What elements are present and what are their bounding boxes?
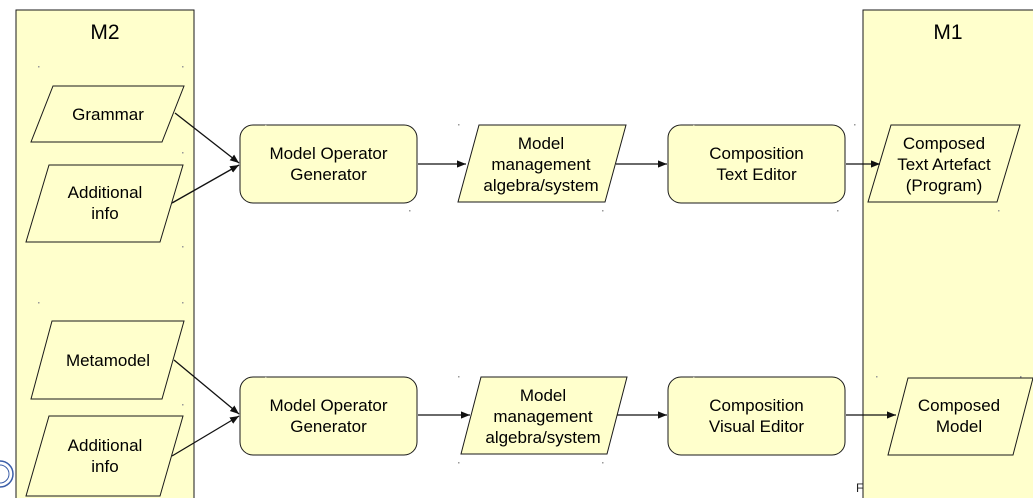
top-output-label: Composed Text Artefact (Program) [897,133,991,195]
top-algebra-parallelogram [457,124,627,203]
bottom-additional-info-label: Additional info [67,436,143,476]
bottom-output-label: Composed Model [917,396,1001,436]
top-generator-label: Model Operator Generator [269,144,388,184]
top-additional-info-parallelogram [25,164,184,243]
arrow-bottom-info-to-bottom-generator [171,415,240,457]
university-seal-icon [0,460,14,488]
bottom-algebra-label: Model management algebra/system [485,385,601,447]
bottom-output-parallelogram [887,377,1033,456]
bottom-additional-info-parallelogram [25,415,184,497]
metamodel-label: Metamodel [65,350,151,370]
bottom-generator-label: Model Operator Generator [269,396,388,436]
grammar-parallelogram [30,85,185,143]
grid-dots [38,66,1022,464]
arrow-metamodel-to-bottom-generator [173,359,240,415]
top-algebra-label: Model management algebra/system [483,133,599,195]
top-output-parallelogram [867,124,1021,203]
arrow-top-info-to-top-generator [171,164,240,204]
bottom-editor-box [667,376,846,456]
m2-column-title: M2 [90,20,120,44]
arrow-grammar-to-top-generator [174,112,240,164]
bottom-generator-box [239,376,418,456]
top-generator-box [239,124,418,204]
bottom-editor-label: Composition Visual Editor [708,396,805,436]
metamodel-parallelogram [30,320,185,400]
bottom-algebra-parallelogram [460,376,628,455]
top-editor-box [667,124,846,204]
top-additional-info-label: Additional info [67,183,143,223]
m1-column-title: M1 [933,20,963,44]
top-editor-label: Composition Text Editor [709,144,804,184]
grammar-label: Grammar [72,104,144,124]
footer-text: F [856,480,864,495]
